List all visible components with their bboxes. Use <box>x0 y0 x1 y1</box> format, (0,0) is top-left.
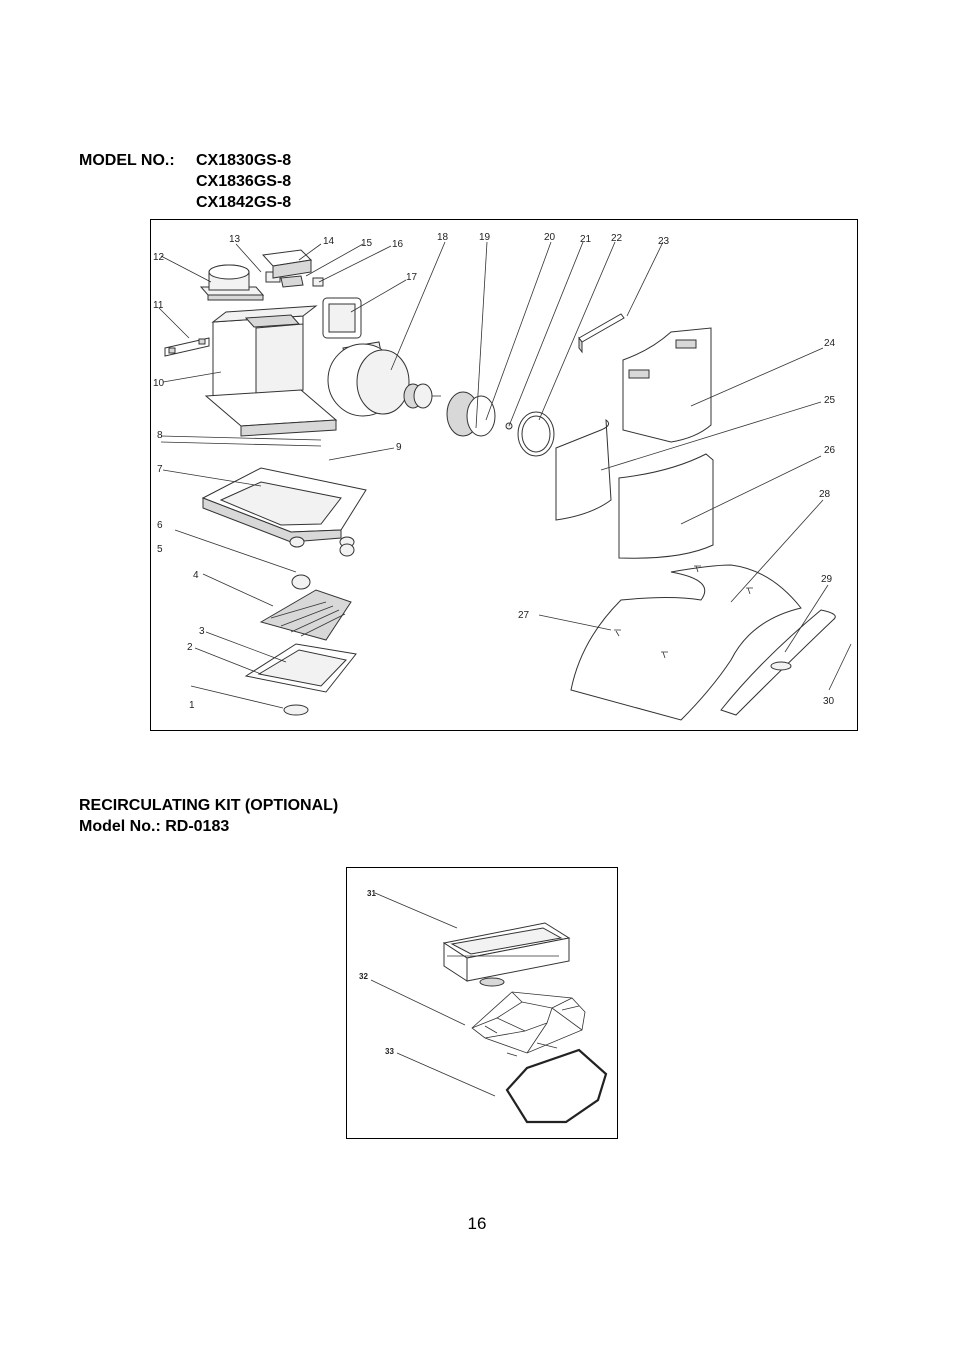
callout-33: 33 <box>385 1047 394 1056</box>
callout-32: 32 <box>359 972 368 981</box>
part-grease-filter <box>259 589 352 641</box>
callout-12: 12 <box>153 252 165 263</box>
callout-1: 1 <box>189 700 195 711</box>
part-hood-shell <box>201 467 367 548</box>
part-kit-adapter-frame <box>442 922 571 987</box>
kit-leader-lines <box>370 892 496 1097</box>
kit-model-number: Model No.: RD-0183 <box>79 818 230 835</box>
kit-title: RECIRCULATING KIT (OPTIONAL) <box>79 797 339 814</box>
model-number-3: CX1842GS-8 <box>196 194 292 211</box>
callout-leader-lines <box>158 241 852 709</box>
callout-23: 23 <box>658 236 670 247</box>
callout-25: 25 <box>824 395 836 406</box>
model-number-2: CX1836GS-8 <box>196 173 292 190</box>
callout-27: 27 <box>518 610 530 621</box>
page-number: 16 <box>467 1214 487 1233</box>
model-label: MODEL NO.: <box>79 152 175 169</box>
part-glass-panel <box>720 609 836 716</box>
part-duct-collar <box>199 264 265 301</box>
part-upper-chimney <box>622 327 712 443</box>
part-fan-wheel <box>446 391 496 437</box>
model-number-1: CX1830GS-8 <box>196 152 292 169</box>
exploded-parts-drawing: 1 2 3 4 5 6 7 8 9 10 11 12 13 14 15 16 1… <box>153 232 852 721</box>
callout-5: 5 <box>157 544 163 555</box>
recirculating-kit-heading: RECIRCULATING KIT (OPTIONAL) Model No.: … <box>79 795 338 837</box>
callout-22: 22 <box>611 233 623 244</box>
callout-20: 20 <box>544 232 556 243</box>
callout-19: 19 <box>479 232 491 243</box>
part-kit-filter-frame <box>471 991 586 1057</box>
part-light-lens <box>283 704 309 716</box>
callout-13: 13 <box>229 234 241 245</box>
callout-16: 16 <box>392 239 404 250</box>
part-gasket-plate <box>322 297 362 339</box>
part-control-knob <box>291 574 311 590</box>
part-glass-canopy <box>570 564 802 721</box>
part-kit-carbon-filter <box>505 1048 608 1124</box>
callout-26: 26 <box>824 445 836 456</box>
callout-15: 15 <box>361 238 373 249</box>
callout-10: 10 <box>153 378 165 389</box>
part-chimney-cover <box>555 418 612 521</box>
callout-30: 30 <box>823 696 835 707</box>
callout-31: 31 <box>367 889 376 898</box>
recirculating-kit-drawing: 31 32 33 <box>359 889 608 1124</box>
part-motor <box>403 383 441 409</box>
callout-21: 21 <box>580 234 592 245</box>
part-chimney-bracket <box>578 313 625 354</box>
callout-4: 4 <box>193 570 199 581</box>
callout-14: 14 <box>323 236 335 247</box>
callout-6: 6 <box>157 520 163 531</box>
callout-29: 29 <box>821 574 833 585</box>
callout-9: 9 <box>396 442 402 453</box>
exploded-parts-diagram: 1 2 3 4 5 6 7 8 9 10 11 12 13 14 15 16 1… <box>150 219 858 731</box>
callout-24: 24 <box>824 338 836 349</box>
part-blower-scroll <box>327 341 410 417</box>
callout-28: 28 <box>819 489 831 500</box>
part-control-box <box>261 249 324 288</box>
recirculating-kit-diagram: 31 32 33 <box>346 867 618 1139</box>
part-lower-chimney <box>618 453 714 559</box>
callout-17: 17 <box>406 272 418 283</box>
callout-2: 2 <box>187 642 193 653</box>
part-screws <box>614 565 753 659</box>
callout-labels: 1 2 3 4 5 6 7 8 9 10 11 12 13 14 15 16 1… <box>153 232 836 711</box>
part-ring <box>517 411 555 457</box>
model-numbers: CX1830GS-8 CX1836GS-8 CX1842GS-8 <box>196 150 291 213</box>
part-knob <box>339 543 355 557</box>
part-light-housing <box>244 643 357 693</box>
callout-3: 3 <box>199 626 205 637</box>
callout-7: 7 <box>157 464 163 475</box>
callout-8: 8 <box>157 430 163 441</box>
callout-18: 18 <box>437 232 449 243</box>
callout-11: 11 <box>153 300 164 311</box>
part-blower-housing <box>204 305 338 437</box>
part-mounting-bracket <box>164 337 210 357</box>
